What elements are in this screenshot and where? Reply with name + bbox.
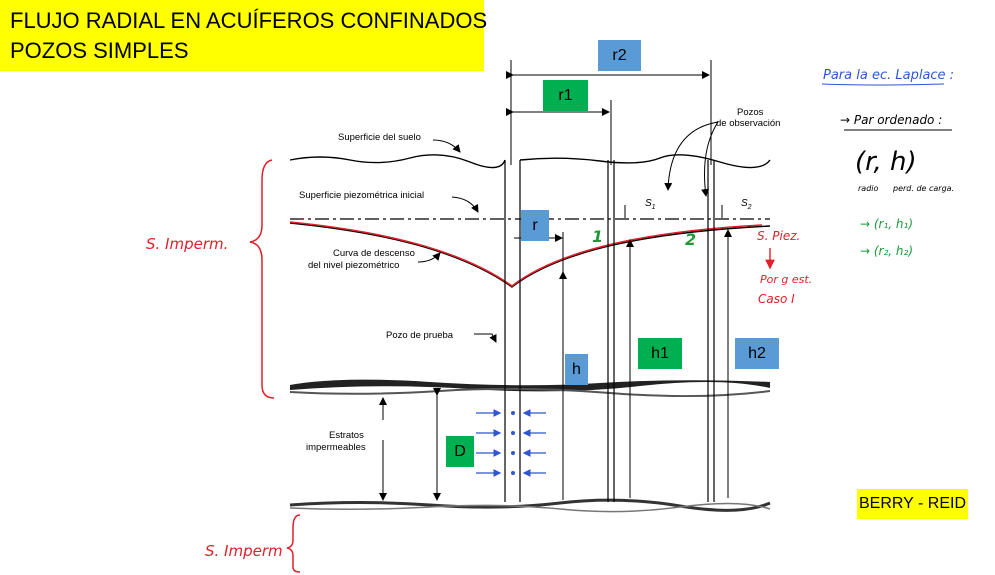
credit-banner: BERRY - REID	[857, 489, 968, 519]
h2-label: h2	[735, 338, 779, 369]
red-brace-left	[249, 159, 275, 399]
aquifer-top-band	[290, 379, 770, 392]
drawdown-label-1: Curva de descenso	[333, 248, 415, 259]
s-imperm-left-note: S. Imperm.	[146, 235, 228, 253]
s2-label: S2	[741, 198, 752, 211]
pair2-note: → (r₂, h₂)	[860, 244, 913, 258]
title-banner: FLUJO RADIAL EN ACUÍFEROS CONFINADOS POZ…	[0, 0, 488, 71]
impermeable-label-2: impermeables	[306, 442, 366, 453]
ground-surface-line	[289, 154, 771, 169]
point-2-note: 2	[685, 230, 696, 249]
point-1-note: 1	[592, 227, 603, 246]
h1-label: h1	[638, 338, 682, 369]
title-line-1: FLUJO RADIAL EN ACUÍFEROS CONFINADOS	[10, 8, 488, 33]
blue-flow-arrows	[476, 409, 546, 477]
red-drawdown-overlay	[289, 221, 763, 287]
aquifer-bottom-band	[289, 498, 771, 512]
observation-wells-label-2: de observación	[716, 118, 780, 129]
r2-label: r2	[598, 40, 641, 71]
radio-note: radio	[858, 184, 878, 193]
caso-note: Caso I	[758, 292, 795, 306]
red-brace-bottom	[286, 514, 301, 573]
test-well-label: Pozo de prueba	[386, 330, 454, 341]
ordered-pair-note: → Par ordenado :	[840, 113, 942, 127]
laplace-heading-note: Para la ec. Laplace :	[823, 68, 954, 83]
s-piez-note: S. Piez.	[757, 229, 800, 243]
r-label: r	[521, 210, 549, 241]
d-label: D	[446, 436, 474, 467]
s-imperm-bottom-note: S. Imperm	[205, 542, 283, 560]
h-label: h	[565, 354, 588, 385]
title-line-2: POZOS SIMPLES	[10, 38, 189, 63]
perd-carga-note: perd. de carga.	[892, 184, 954, 193]
ground-surface-label: Superficie del suelo	[338, 132, 421, 143]
pair-main-note: (r, h)	[855, 147, 917, 177]
initial-piezometric-label: Superficie piezométrica inicial	[299, 190, 424, 201]
drawdown-label-2: del nivel piezométrico	[308, 260, 399, 271]
s1-label: S1	[645, 198, 656, 211]
impermeable-label-1: Estratos	[329, 430, 364, 441]
observation-wells-label-1: Pozos	[737, 107, 764, 118]
por-est-note: Por g est.	[760, 273, 812, 286]
r1-label: r1	[543, 80, 588, 111]
pair1-note: → (r₁, h₁)	[860, 217, 913, 231]
